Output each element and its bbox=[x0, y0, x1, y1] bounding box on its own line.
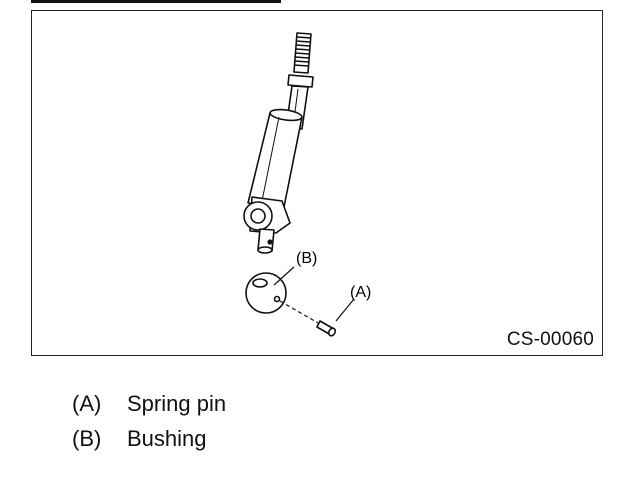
legend-row-spring-pin: (A) Spring pin bbox=[72, 386, 226, 421]
page-top-rule bbox=[31, 0, 281, 3]
legend-row-bushing: (B) Bushing bbox=[72, 421, 226, 456]
figure-frame: (B) (A) CS-00060 bbox=[31, 10, 603, 356]
legend-label: Bushing bbox=[127, 425, 207, 451]
rod-collar bbox=[287, 74, 314, 88]
lever-tube bbox=[247, 112, 303, 208]
legend: (A) Spring pin (B) Bushing bbox=[72, 386, 226, 456]
callout-b: (B) bbox=[296, 250, 317, 267]
page-top-rule-fragment bbox=[266, 0, 276, 3]
callout-a: (A) bbox=[350, 284, 371, 301]
leader-line-b bbox=[273, 266, 295, 286]
threaded-rod-tip bbox=[293, 32, 312, 74]
assembly-dashed-line bbox=[279, 300, 319, 324]
legend-key: (B) bbox=[72, 425, 102, 451]
figure-id: CS-00060 bbox=[506, 329, 594, 350]
leader-line-a bbox=[335, 298, 355, 322]
shift-lever-illustration: (B) (A) bbox=[243, 32, 371, 337]
legend-label: Spring pin bbox=[127, 390, 227, 416]
legend-key: (A) bbox=[72, 390, 102, 416]
